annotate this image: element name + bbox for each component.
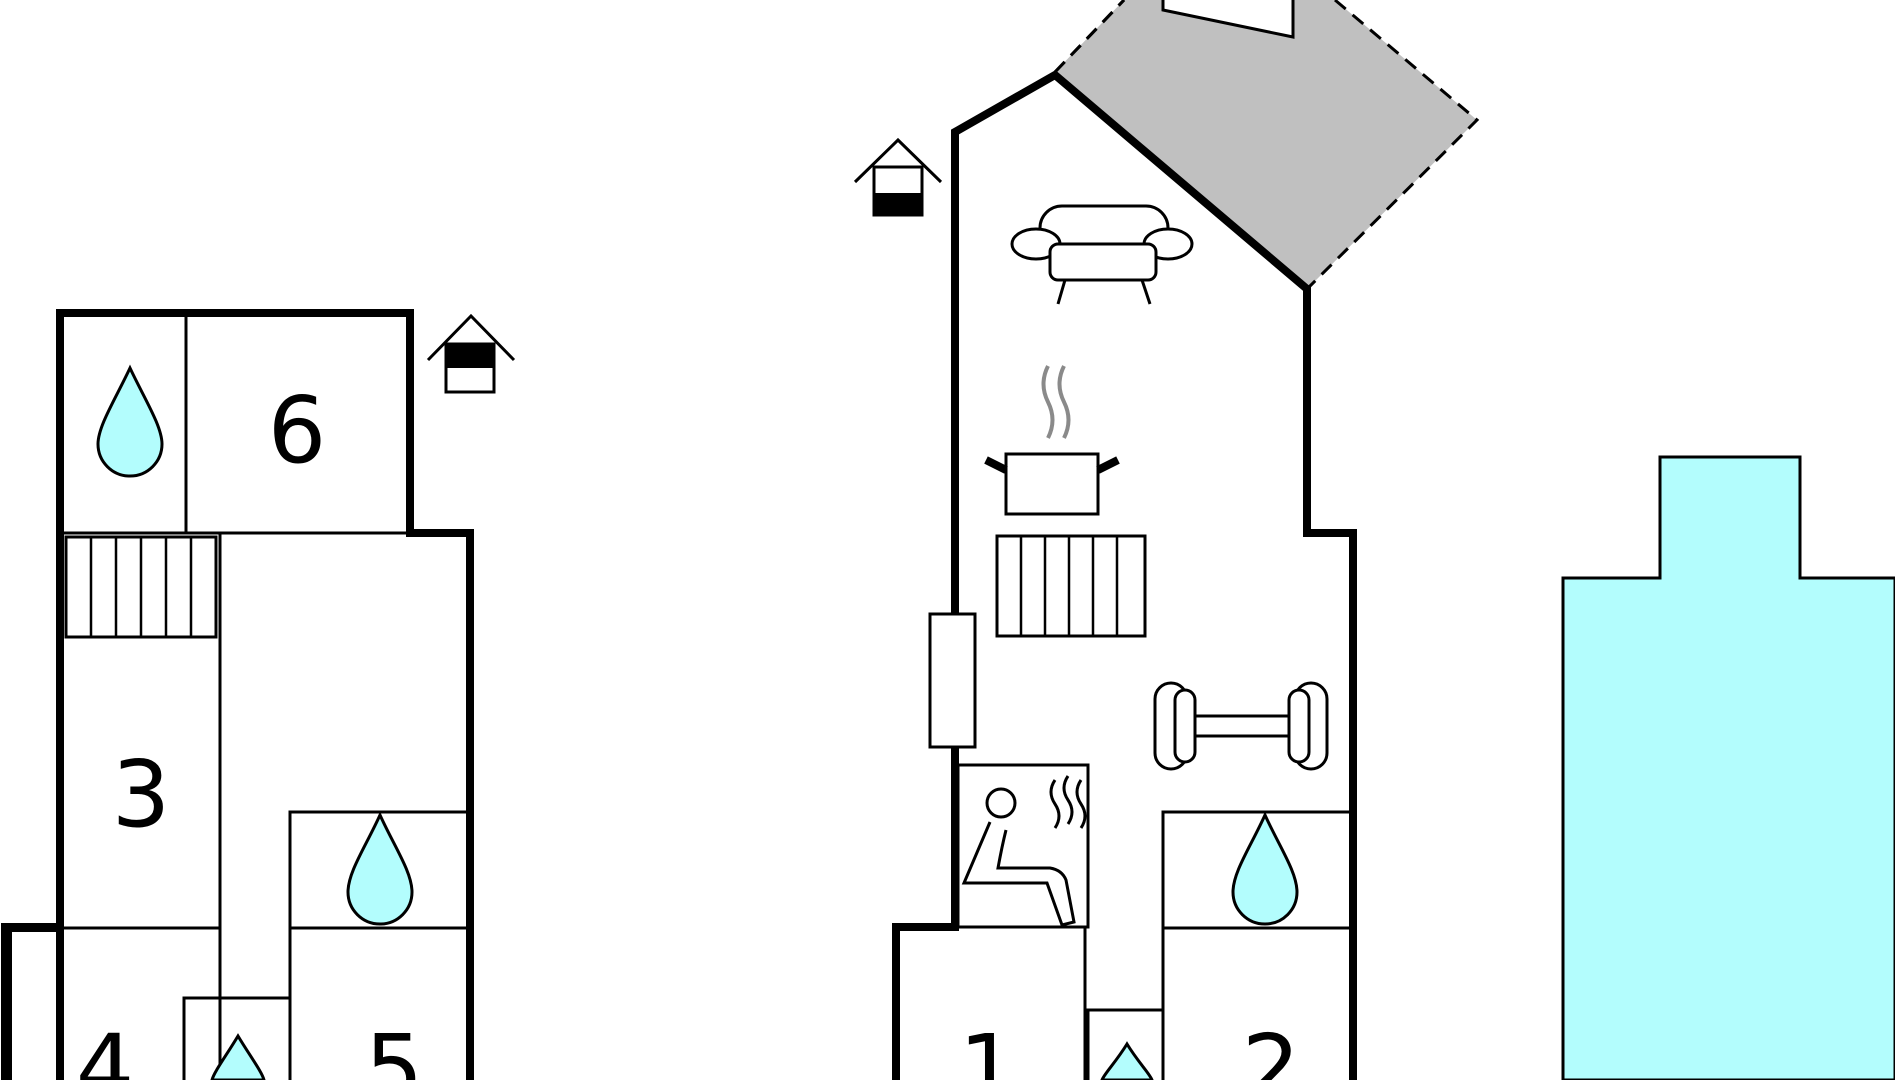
water-drop-icon (1100, 1041, 1154, 1080)
radiator-icon (995, 534, 1147, 638)
house-entrance-icon (426, 313, 516, 394)
dumbbell-icon (1153, 681, 1329, 771)
water-drop-icon (96, 364, 164, 478)
room-label-6: 6 (268, 377, 327, 484)
water-drop-icon (1231, 811, 1299, 926)
left-building-outer-wall (1, 309, 474, 1080)
room-label-4: 4 (76, 1015, 135, 1080)
window (928, 612, 977, 749)
room-label-1: 1 (959, 1015, 1018, 1080)
pool-shape (1561, 455, 1895, 1080)
water-drop-icon (346, 811, 414, 926)
sauna-room (956, 763, 1090, 929)
sauna-icon (961, 775, 1087, 927)
bathroom-2-wall (1161, 810, 1349, 1080)
terrace-area (1055, 0, 1477, 289)
cooking-pot-icon (984, 365, 1120, 516)
room-label-2: 2 (1242, 1015, 1301, 1080)
center-building: 1 2 (853, 0, 1480, 1080)
room-label-3: 3 (112, 741, 171, 848)
stairs-icon (64, 535, 218, 639)
sofa-icon (1010, 204, 1194, 305)
compass-arrow-icon (1161, 0, 1295, 39)
water-drop-icon (210, 1033, 266, 1080)
house-entrance-icon (853, 137, 943, 217)
left-building: 6 3 4 5 (1, 309, 516, 1080)
left-building-outer-wall-left (4, 924, 62, 1080)
room-label-5: 5 (365, 1015, 424, 1080)
terrace-dashed-edge (1053, 0, 1480, 291)
bathroom-5-wall (288, 810, 466, 1080)
center-building-outer-wall (892, 70, 1357, 1080)
